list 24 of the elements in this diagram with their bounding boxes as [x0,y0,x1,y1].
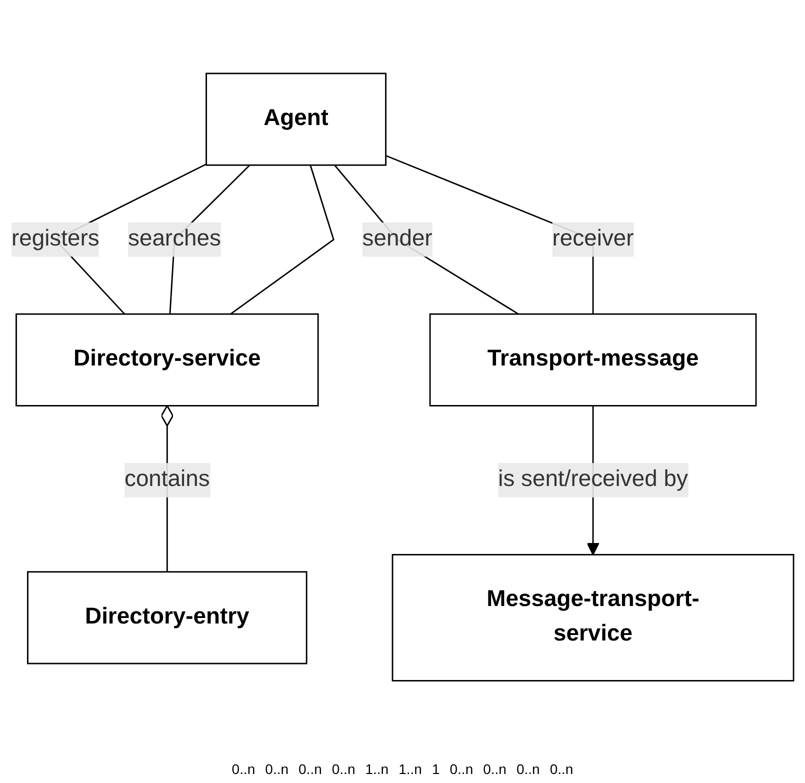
connector [334,165,519,316]
multiplicity-label: 0..n [483,761,506,777]
multiplicity-label: 0..n [232,761,256,777]
multiplicity-label: 1 [432,761,440,777]
edge-label: sender [362,227,432,252]
multiplicity-label: 0..n [298,761,322,777]
edge-label: is sent/received by [498,468,688,492]
node-box: Agent [206,73,386,166]
node-box: Directory-entry [27,572,308,665]
multiplicity-label: 1..n [365,761,389,777]
edge-label: searches [128,227,221,252]
multiplicity-label: 1..n [398,761,422,777]
multiplicity-label: 0..n [550,761,574,777]
node-box: Message-transport-service [392,554,794,682]
edge-label: receiver [552,227,634,252]
edge-label: contains [124,468,210,492]
multiplicity-label: 0..n [450,761,474,777]
node-box: Transport-message [429,314,757,407]
connector [230,165,334,316]
multiplicity-label: 0..n [265,761,289,777]
edge-label: registers [11,227,100,252]
multiplicity-label: 0..n [332,761,356,777]
node-box: Directory-service [16,314,319,407]
multiplicity-label: 0..n [516,761,540,777]
